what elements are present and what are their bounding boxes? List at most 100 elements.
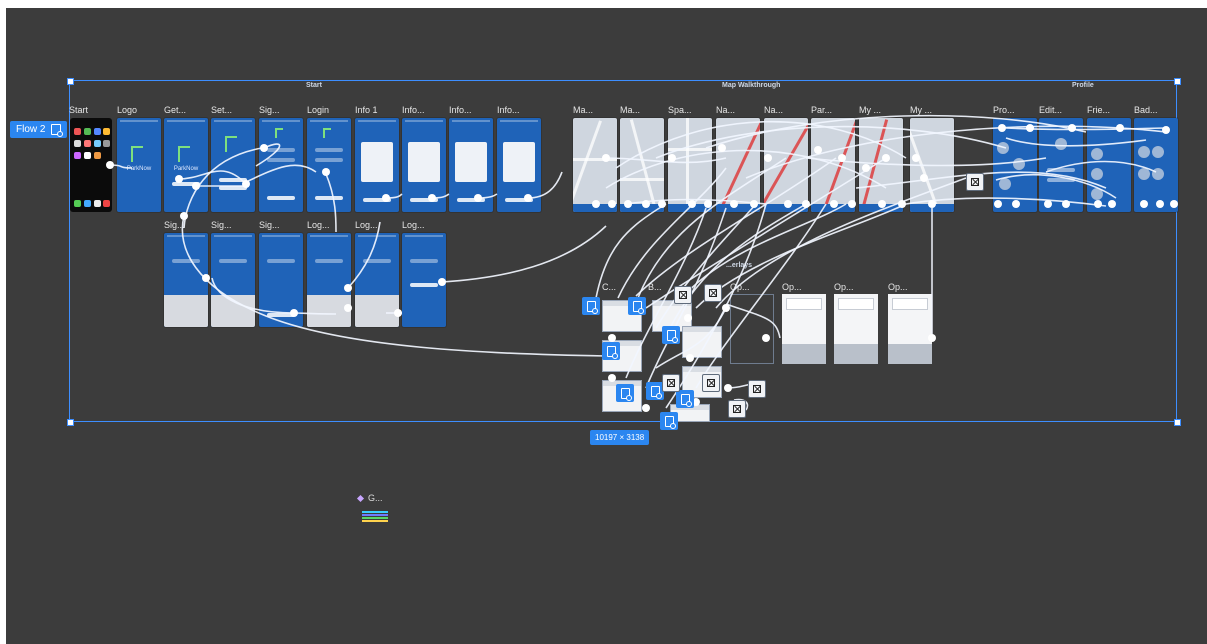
frame-label-ma1[interactable]: Ma...	[573, 105, 594, 115]
frame-my-1[interactable]	[859, 118, 903, 212]
frame-map-2[interactable]	[620, 118, 664, 212]
frame-label-login[interactable]: Login	[307, 105, 330, 115]
frame-parking[interactable]	[811, 118, 855, 212]
frame-label-sig4[interactable]: Sig...	[259, 220, 280, 230]
close-overlay-icon[interactable]	[728, 400, 746, 418]
prototype-start-icon[interactable]	[602, 342, 620, 360]
frame-signup-3[interactable]	[211, 233, 255, 327]
frame-label-pro[interactable]: Pro...	[993, 105, 1015, 115]
prototype-start-icon[interactable]	[628, 297, 646, 315]
badge-icon	[1152, 146, 1164, 158]
frame-info-2[interactable]	[402, 118, 446, 212]
keyboard	[211, 295, 255, 327]
flow-starting-point-badge[interactable]: Flow 2	[10, 121, 68, 138]
prototype-start-icon[interactable]	[582, 297, 600, 315]
frame-label-spa[interactable]: Spa...	[668, 105, 692, 115]
frame-friends[interactable]	[1087, 118, 1131, 212]
frame-label-log3[interactable]: Log...	[402, 220, 425, 230]
close-overlay-icon[interactable]	[702, 374, 720, 392]
frame-login-2[interactable]	[307, 233, 351, 327]
frame-label-sig3[interactable]: Sig...	[211, 220, 232, 230]
frame-label-info3[interactable]: Info...	[449, 105, 472, 115]
frame-label-op3[interactable]: Op...	[834, 282, 854, 292]
close-overlay-icon[interactable]	[966, 173, 984, 191]
prototype-start-icon[interactable]	[616, 384, 634, 402]
frame-signup-4[interactable]	[259, 233, 303, 327]
resize-handle-top-right[interactable]	[1174, 78, 1181, 85]
selection-frame[interactable]	[69, 80, 1177, 422]
frame-edit-profile[interactable]	[1039, 118, 1083, 212]
brand-text: ParkNow	[173, 166, 199, 172]
frame-label-info2[interactable]: Info...	[402, 105, 425, 115]
frame-navigation-2[interactable]	[764, 118, 808, 212]
resize-handle-top-left[interactable]	[67, 78, 74, 85]
map-bottom-bar	[910, 204, 954, 212]
frame-label-logo[interactable]: Logo	[117, 105, 138, 115]
close-overlay-icon[interactable]	[674, 286, 692, 304]
input-field	[315, 259, 343, 263]
resize-handle-bottom-right[interactable]	[1174, 419, 1181, 426]
input-field	[410, 259, 438, 263]
frame-get-started[interactable]: ParkNow	[164, 118, 208, 212]
input-field	[267, 158, 295, 162]
frame-option-4[interactable]	[888, 294, 932, 364]
frame-spaces[interactable]	[668, 118, 712, 212]
frame-label-sig[interactable]: Sig...	[259, 105, 280, 115]
frame-label-op1[interactable]: Op...	[730, 282, 750, 292]
frame-label-op2[interactable]: Op...	[782, 282, 802, 292]
prototype-start-icon[interactable]	[676, 390, 694, 408]
frame-label-get[interactable]: Get...	[164, 105, 187, 115]
frame-label-op4[interactable]: Op...	[888, 282, 908, 292]
frame-badges[interactable]	[1134, 118, 1178, 212]
frame-label-c[interactable]: C...	[602, 282, 617, 292]
frame-label-info4[interactable]: Info...	[497, 105, 520, 115]
frame-label-edit[interactable]: Edit...	[1039, 105, 1063, 115]
brand-text: ParkNow	[126, 166, 152, 172]
frame-label-na1[interactable]: Na...	[716, 105, 736, 115]
frame-info-3[interactable]	[449, 118, 493, 212]
frame-label-set[interactable]: Set...	[211, 105, 233, 115]
frame-label-ma2[interactable]: Ma...	[620, 105, 641, 115]
frame-label-start[interactable]: Start	[69, 105, 89, 115]
frame-label-par[interactable]: Par...	[811, 105, 833, 115]
frame-start-phone[interactable]	[70, 118, 112, 212]
resize-handle-bottom-left[interactable]	[67, 419, 74, 426]
prototype-start-icon[interactable]	[660, 412, 678, 430]
frame-label-frie[interactable]: Frie...	[1087, 105, 1111, 115]
frame-label-b[interactable]: B...	[648, 282, 662, 292]
close-overlay-icon[interactable]	[748, 380, 766, 398]
selection-size-badge: 10197 × 3138	[590, 430, 650, 445]
input-field	[1047, 168, 1075, 172]
frame-label-bad[interactable]: Bad...	[1134, 105, 1158, 115]
prototype-start-icon[interactable]	[662, 326, 680, 344]
design-canvas[interactable]: Start Map Walkthrough Profile ...erlays …	[6, 8, 1207, 644]
frame-label-log2[interactable]: Log...	[355, 220, 378, 230]
frame-label-my2[interactable]: My ...	[910, 105, 932, 115]
frame-logo[interactable]: ParkNow	[117, 118, 161, 212]
status-bar	[405, 235, 443, 237]
frame-signup[interactable]	[259, 118, 303, 212]
frame-profile[interactable]	[993, 118, 1037, 212]
close-overlay-icon[interactable]	[704, 284, 722, 302]
frame-login-4[interactable]	[402, 233, 446, 327]
frame-label-my1[interactable]: My ...	[859, 105, 881, 115]
close-overlay-icon[interactable]	[662, 374, 680, 392]
frame-info-4[interactable]	[497, 118, 541, 212]
frame-info-1[interactable]	[355, 118, 399, 212]
frame-login[interactable]	[307, 118, 351, 212]
overlay-card[interactable]	[682, 326, 722, 358]
frame-option-3[interactable]	[834, 294, 878, 364]
frame-navigation-1[interactable]	[716, 118, 760, 212]
frame-my-2[interactable]	[910, 118, 954, 212]
frame-label-sig2[interactable]: Sig...	[164, 220, 185, 230]
frame-setup[interactable]	[211, 118, 255, 212]
frame-label-info1[interactable]: Info 1	[355, 105, 378, 115]
frame-login-3[interactable]	[355, 233, 399, 327]
frame-option-2[interactable]	[782, 294, 826, 364]
frame-map-1[interactable]	[573, 118, 617, 212]
frame-label-log1[interactable]: Log...	[307, 220, 330, 230]
color-style-swatch[interactable]	[362, 511, 388, 523]
frame-label-na2[interactable]: Na...	[764, 105, 784, 115]
frame-signup-2[interactable]	[164, 233, 208, 327]
frame-option-1[interactable]	[730, 294, 774, 364]
